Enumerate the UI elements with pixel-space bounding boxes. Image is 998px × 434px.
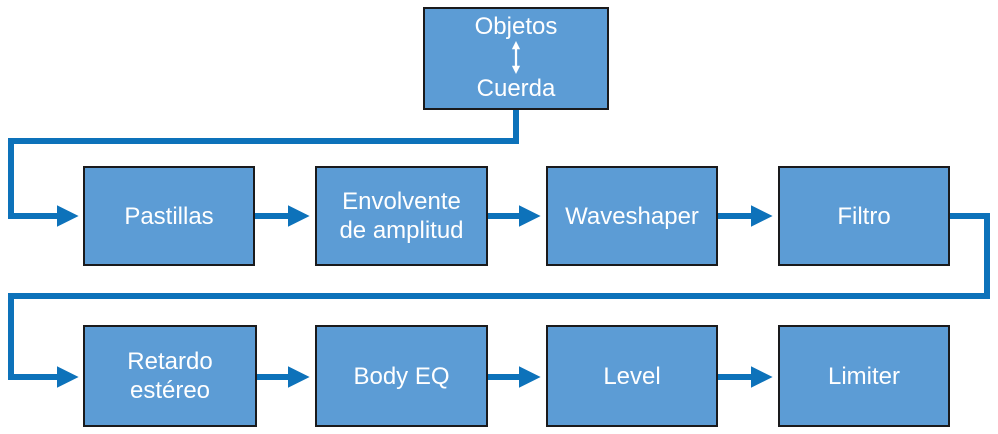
connector-filtro-to-retardo — [8, 213, 990, 388]
node-level: Level — [546, 325, 718, 427]
bidirectional-arrow-icon — [511, 41, 521, 74]
node-label: Filtro — [837, 202, 891, 230]
node-label-line1: Retardo — [127, 348, 213, 375]
node-label: Level — [603, 362, 661, 390]
node-limiter: Limiter — [778, 325, 950, 427]
node-filtro: Filtro — [778, 166, 950, 266]
connector-cuerda-to-pastillas — [8, 110, 519, 227]
node-body-eq: Body EQ — [315, 325, 488, 427]
node-objetos-cuerda: Objetos Cuerda — [423, 7, 609, 110]
node-label: Pastillas — [124, 202, 214, 230]
node-label-objetos: Objetos — [474, 13, 558, 40]
node-label: Limiter — [827, 362, 900, 390]
node-label-line1: Envolvente — [342, 188, 461, 215]
node-label-line2: estéreo — [129, 377, 211, 404]
node-label: Waveshaper — [565, 202, 699, 230]
node-envolvente-de-amplitud: Envolvente de amplitud — [315, 166, 488, 266]
node-pastillas: Pastillas — [83, 166, 255, 266]
node-label-line2: de amplitud — [339, 217, 464, 244]
node-label-cuerda: Cuerda — [476, 75, 556, 102]
node-retardo-estereo: Retardo estéreo — [83, 325, 257, 427]
node-label: Body EQ — [353, 362, 450, 390]
node-waveshaper: Waveshaper — [546, 166, 718, 266]
